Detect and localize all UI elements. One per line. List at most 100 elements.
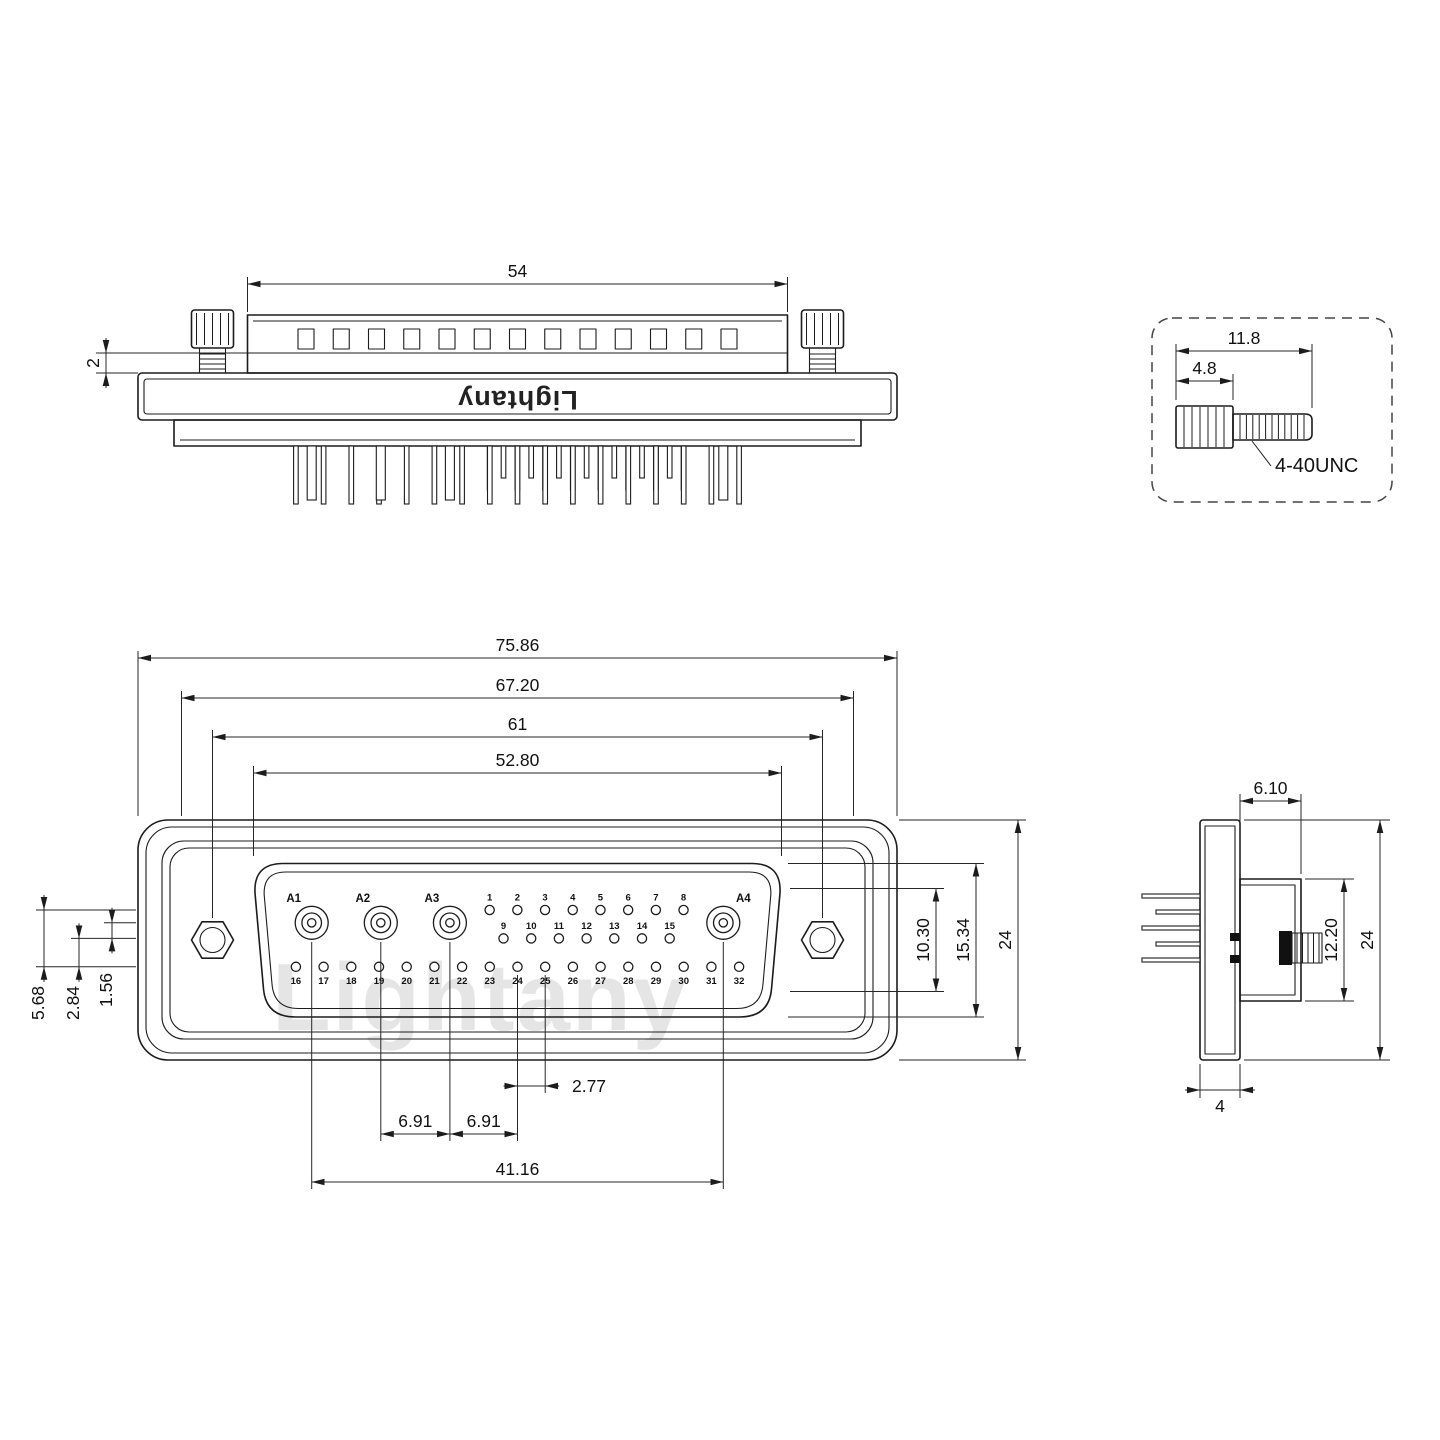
- solder-pin: [1141, 925, 1201, 931]
- dshell-inner: [263, 871, 772, 1010]
- solder-pin: [514, 445, 521, 505]
- pin-number-label: 32: [734, 976, 745, 987]
- pin-number-label: 16: [291, 976, 302, 987]
- contact-cavity: [367, 328, 386, 350]
- solder-pin: [293, 445, 299, 505]
- pin-contact: [595, 904, 606, 916]
- solder-pin: [1141, 893, 1201, 899]
- hex-nut-left: [190, 921, 235, 959]
- dshell-outer: [254, 862, 781, 1018]
- pin-contact: [373, 961, 385, 973]
- dimension-label: 4.8: [1192, 358, 1216, 378]
- solder-pin: [1155, 941, 1201, 947]
- pin-contact: [706, 961, 717, 973]
- pin-number-label: 19: [374, 976, 385, 987]
- solder-pin: [403, 445, 410, 505]
- coax-contact-label: A3: [425, 893, 440, 905]
- pin-contact: [512, 961, 523, 973]
- solder-pins: [293, 445, 742, 505]
- pin-number-label: 22: [457, 976, 468, 987]
- pin-number-label: 15: [664, 921, 675, 932]
- dimension-label: 12.20: [1321, 918, 1341, 962]
- pin-number-label: 13: [609, 921, 620, 932]
- dimension-label: 54: [508, 261, 528, 281]
- pin-number-label: 29: [651, 976, 662, 987]
- screw-thread: [1239, 415, 1305, 439]
- solder-pin: [556, 445, 562, 479]
- pin-contact: [429, 961, 440, 973]
- solder-pin: [431, 445, 438, 505]
- screw-shaft: [1232, 413, 1313, 441]
- dim-overall-width: 75.86: [137, 635, 898, 816]
- contact-cavity: [332, 328, 350, 350]
- dimension-label: 24: [1357, 930, 1377, 950]
- pin-contact: [539, 904, 551, 916]
- side-view: 6.10 12.20 24 4: [1141, 778, 1390, 1116]
- pin-contact: [623, 961, 634, 973]
- dim-coax-pitch-b: 6.91: [449, 1111, 518, 1138]
- solder-pin: [666, 445, 673, 479]
- pin-number-label: 1: [487, 893, 493, 904]
- pin-contact: [512, 904, 523, 916]
- coax-contact-pin: [375, 917, 386, 928]
- pin-number-label: 14: [637, 921, 648, 932]
- pin-number-label: 20: [401, 976, 412, 987]
- pin-contact: [733, 961, 745, 973]
- solder-pin: [375, 445, 386, 501]
- dim-row-pitch: 2.84: [63, 923, 136, 1020]
- dimension-label: 6.10: [1253, 778, 1287, 798]
- pin-contact: [567, 904, 579, 916]
- dim-shell-height: 12.20: [1305, 878, 1354, 1002]
- pin-contact: [290, 961, 302, 973]
- thread-spec-label: 4-40UNC: [1275, 455, 1358, 477]
- flange-bar-inner: [143, 378, 892, 415]
- solder-pin: [736, 445, 742, 505]
- top-view: Lightany 54 2: [83, 261, 898, 505]
- dimension-label: 41.16: [496, 1159, 540, 1179]
- jackscrews: [190, 309, 845, 374]
- pin-contact: [595, 961, 606, 973]
- dimension-label: 5.68: [28, 986, 48, 1020]
- pin-number-label: 5: [598, 893, 604, 904]
- dim-coax-span: 41.16: [311, 942, 724, 1189]
- contact-cavity: [403, 328, 421, 350]
- dimension-label: 2.77: [572, 1076, 606, 1096]
- contact-cavity: [508, 328, 527, 350]
- pin-number-label: 17: [318, 976, 329, 987]
- pin-contact: [456, 961, 468, 973]
- dim-coax-pitch-a: 6.91: [380, 942, 451, 1141]
- contact-cavity: [614, 328, 632, 350]
- dimension-label: 61: [508, 714, 527, 734]
- pin-contact: [581, 933, 592, 944]
- dim-total-length: 11.8: [1175, 328, 1313, 408]
- contact-cavity: [438, 328, 456, 350]
- solder-pin: [348, 445, 355, 505]
- pin-number-label: 21: [429, 976, 440, 987]
- contact-cavity: [473, 328, 491, 350]
- pin-contact: [678, 961, 689, 973]
- solder-pin: [444, 445, 455, 501]
- pin-contact: [498, 933, 509, 944]
- dim-gasket-thickness: 2: [83, 338, 248, 388]
- dimension-label: 10.30: [913, 918, 933, 962]
- leader-line: [1251, 440, 1272, 467]
- pin-number-label: 10: [526, 921, 537, 932]
- section-mark: [1230, 933, 1240, 941]
- pin-contact: [622, 904, 634, 916]
- pin-contact: [609, 933, 620, 944]
- dimension-label: 1.56: [96, 973, 116, 1007]
- hex-nut-right: [800, 921, 845, 959]
- dim-row-offset: 1.56: [96, 907, 136, 1007]
- dimension-label: 52.80: [496, 750, 540, 770]
- dim-flange-height: 24: [1244, 819, 1390, 1061]
- pin-contact: [525, 933, 537, 944]
- dimension-label: 11.8: [1228, 328, 1261, 348]
- pin-number-label: 28: [623, 976, 634, 987]
- section-mark: [1230, 955, 1240, 963]
- pin-contact: [318, 961, 329, 973]
- solder-pin: [597, 445, 604, 505]
